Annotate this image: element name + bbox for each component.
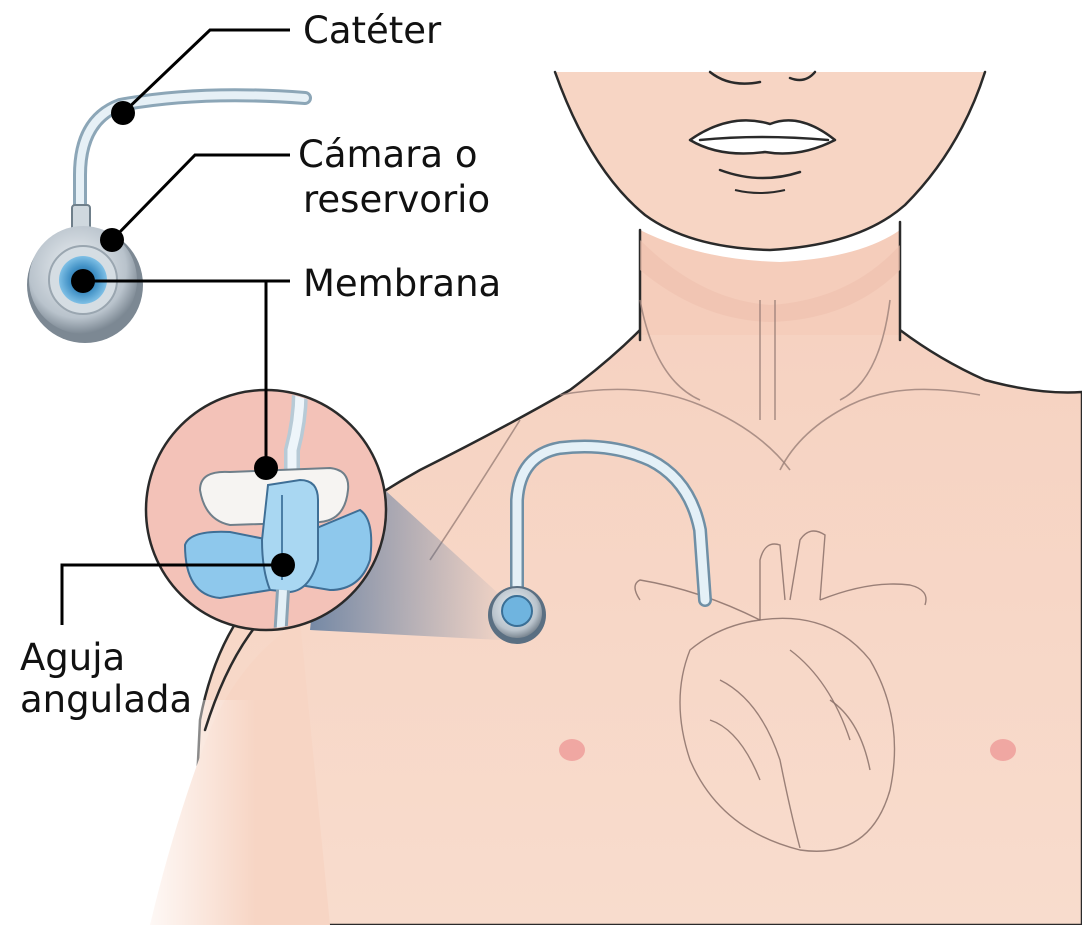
label-cateter: Catéter [303,9,442,52]
left-nipple [559,739,585,761]
right-nipple [990,739,1016,761]
label-camara-line1: Cámara o [298,133,478,176]
label-camara-line2: reservorio [303,178,490,221]
leader-cateter [111,30,290,125]
implanted-port [488,586,546,644]
port-device-icon [27,95,305,343]
label-aguja-line1: Aguja [20,636,125,679]
leader-camara [100,155,290,252]
label-aguja-line2: angulada [20,678,192,721]
label-membrana: Membrana [303,262,501,305]
